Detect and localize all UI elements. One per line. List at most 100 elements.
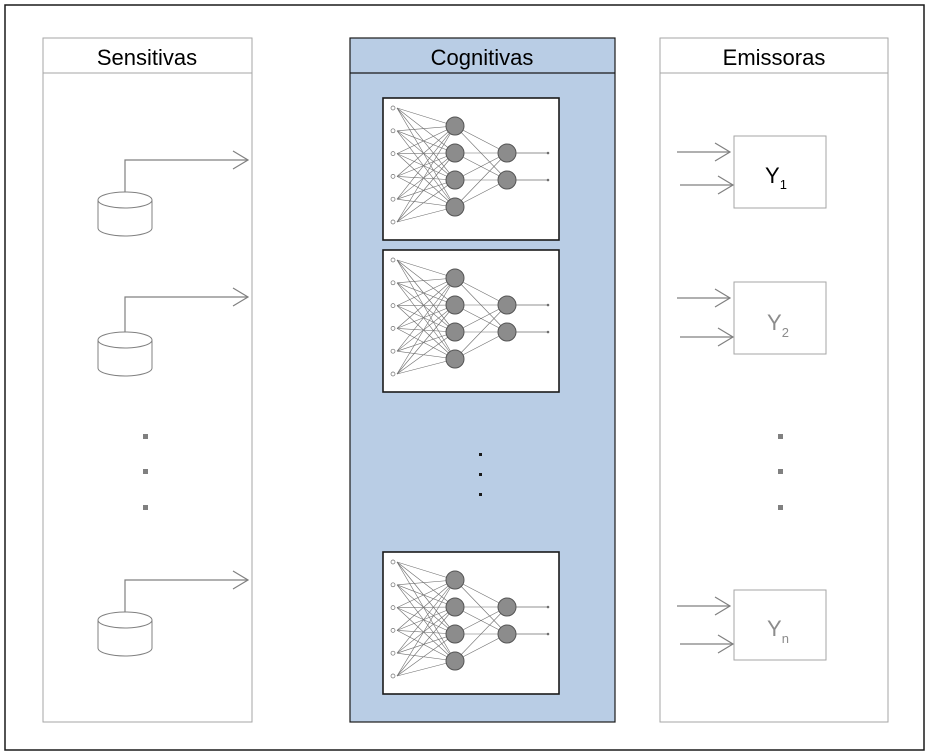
arrow-head [714, 142, 732, 162]
neuron [445, 349, 465, 369]
network-connection [396, 584, 456, 608]
network-connection [396, 125, 456, 154]
network-connection [454, 331, 508, 360]
network-connection [396, 152, 456, 154]
network-output-point [546, 303, 550, 307]
network-connection [454, 277, 508, 306]
cognitivas-title: Cognitivas [431, 45, 534, 70]
network-connection [396, 607, 456, 662]
input-node [390, 605, 396, 610]
network-connection [454, 579, 508, 608]
neuron [445, 322, 465, 342]
sensor-2 [97, 287, 250, 377]
output-sub: 1 [780, 177, 787, 192]
neuron [445, 570, 465, 590]
ellipsis-dot [479, 493, 482, 496]
network-connection [396, 277, 456, 375]
network-connection [396, 660, 456, 677]
neuron [445, 651, 465, 671]
cognitivas-ellipsis-dots [479, 453, 482, 496]
network-connection [454, 179, 508, 208]
neuron [445, 597, 465, 617]
input-node [390, 151, 396, 156]
cylinder-body [97, 200, 153, 237]
network-connection [396, 153, 456, 181]
neural-network-n [382, 551, 560, 695]
input-arrow [680, 634, 735, 654]
input-node [390, 559, 396, 565]
neuron [497, 295, 517, 315]
input-arrow [677, 288, 732, 308]
connector-line [124, 579, 248, 612]
network-connection [396, 259, 456, 279]
neural-network-2 [382, 249, 560, 393]
output-label: Y2 [767, 310, 789, 340]
ellipsis-dot [479, 453, 482, 456]
network-connection [396, 176, 456, 181]
network-connection [396, 561, 456, 581]
network-connection [396, 630, 456, 635]
cylinder-top [97, 611, 153, 629]
output-label: Y1 [765, 163, 787, 192]
input-node [390, 582, 396, 588]
network-connection [396, 633, 456, 654]
network-connection [396, 107, 456, 154]
cylinder-top [97, 191, 153, 209]
network-connection [396, 125, 456, 132]
sensitivas-ellipsis-dots [143, 434, 148, 510]
network-connection [396, 561, 456, 635]
arrow-head [717, 175, 735, 195]
input-node [390, 348, 396, 354]
network-connection [396, 152, 456, 200]
output-box [733, 135, 827, 209]
output-sub: 2 [782, 325, 789, 340]
sensor-1 [97, 150, 250, 237]
network-connection [454, 152, 508, 181]
ellipsis-dot [143, 469, 148, 474]
network-connection [396, 259, 456, 333]
network-connection [396, 331, 456, 375]
ellipsis-dot [778, 469, 783, 474]
network-connection [396, 606, 456, 631]
network-connection [396, 153, 456, 208]
input-node [390, 371, 396, 377]
network-connection [396, 277, 456, 306]
network-connection [396, 561, 456, 608]
network-connection [396, 152, 456, 177]
ellipsis-dot [143, 505, 148, 510]
network-connection [396, 633, 456, 677]
connector-line [124, 159, 248, 192]
arrow-head [717, 634, 735, 654]
neuron [497, 597, 517, 617]
ellipsis-dot [479, 473, 482, 476]
network-connection [396, 130, 456, 208]
network-connection [396, 579, 456, 608]
output-main: Y [767, 310, 782, 335]
network-connection [396, 107, 456, 127]
connector-line [124, 296, 248, 332]
network-connection [396, 606, 456, 677]
neuron [497, 322, 517, 342]
network-connection [396, 607, 456, 635]
ellipsis-dot [778, 505, 783, 510]
network-connection [396, 125, 456, 223]
network-frame [382, 249, 560, 393]
network-connection [396, 304, 456, 375]
input-node [390, 174, 396, 179]
network-connection [396, 107, 456, 208]
network-connection [396, 130, 456, 181]
network-connection [396, 130, 456, 154]
output-sub: n [782, 631, 789, 646]
network-output-point [546, 178, 550, 182]
cylinder-body [97, 340, 153, 377]
output-y2: Y2 [677, 281, 827, 355]
network-connection [396, 304, 456, 329]
ellipsis-dot [778, 434, 783, 439]
neuron [445, 143, 465, 163]
network-connection [396, 350, 456, 360]
input-arrow [680, 327, 735, 347]
neuron [445, 295, 465, 315]
network-connection [396, 198, 456, 208]
network-connection [454, 152, 508, 208]
